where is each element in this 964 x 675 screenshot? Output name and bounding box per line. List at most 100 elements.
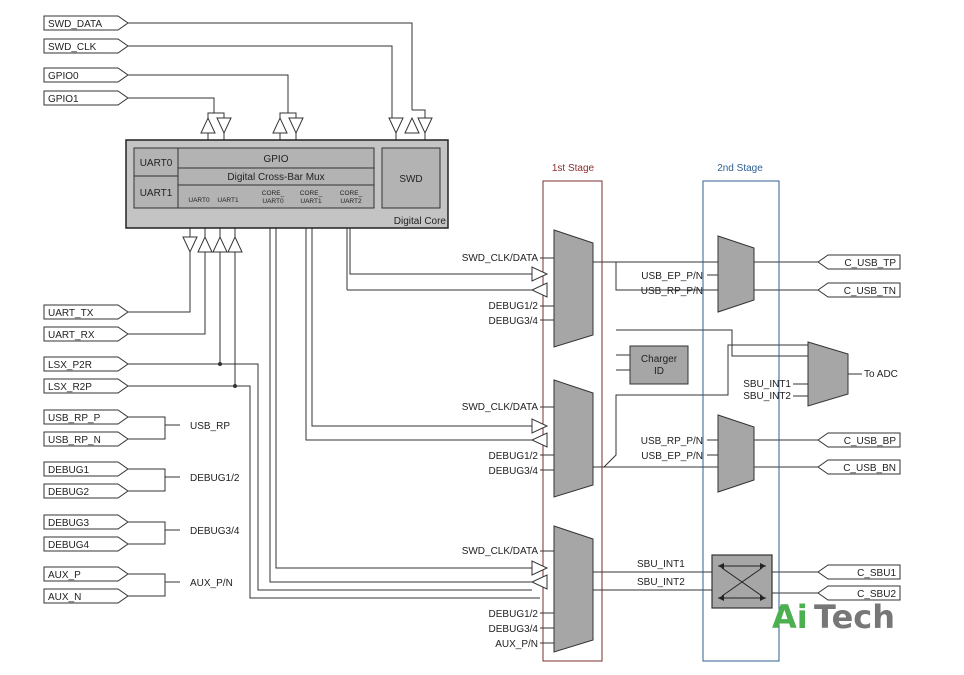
core-subports-block [177,184,375,209]
mux1-buffer-in [531,266,549,282]
mux2-swd-label: SWD_CLK/DATA [462,402,539,413]
port-c-usb-bp-label: C_USB_BP [844,436,897,447]
port-swd-data: SWD_DATA [43,15,129,31]
aux-pn-merged-label: AUX_P/N [190,578,233,589]
stage1-mux-bottom [553,525,594,653]
stage1: 1st Stage SWD_CLK/DATA DEBUG1/2 DEBUG3/4… [462,163,603,662]
port-c-sbu1: C_SBU1 [817,564,901,580]
stage2-frame [702,180,780,662]
buffer-lsx-p2r [212,235,228,253]
core-uart1-a-label: CORE_ [300,190,323,197]
sub-uart0-label: UART0 [188,197,210,204]
port-c-usb-tp-label: C_USB_TP [844,258,896,269]
port-usb-rp-n-label: USB_RP_N [48,435,101,446]
sbu-int1-label: SBU_INT1 [637,559,685,570]
sub-uart1-label: UART1 [217,197,239,204]
port-lsx-r2p: LSX_R2P [43,378,129,394]
port-c-sbu2: C_SBU2 [817,585,901,601]
charger-id: Charger ID [629,345,689,385]
buffer-uart-rx [197,235,213,253]
port-lsx-p2r: LSX_P2R [43,356,129,372]
to-adc-label: To ADC [864,369,898,380]
mux1-debug12-label: DEBUG1/2 [489,301,539,312]
port-aux-n-label: AUX_N [48,592,81,603]
charger-line1: Charger [641,354,678,365]
adc-sbu-int1-label: SBU_INT1 [743,379,791,390]
stage2-title: 2nd Stage [717,163,763,174]
port-usb-rp-p-label: USB_RP_P [48,413,101,424]
mux1-debug34-label: DEBUG3/4 [489,316,539,327]
adc-mux: To ADC SBU_INT1 SBU_INT2 [743,341,898,407]
core-uart1-block [133,175,179,209]
mux3-buffer-out [530,574,548,590]
mux2-buffer-in [531,418,549,434]
debug12-merged-label: DEBUG1/2 [190,473,240,484]
buffer-gpio1-up [200,116,216,134]
port-gpio0-label: GPIO0 [48,71,79,82]
mux-top-usb-ep-label: USB_EP_P/N [641,271,703,282]
mux2-debug12-label: DEBUG1/2 [489,451,539,462]
digital-core: UART0 UART1 GPIO Digital Cross-Bar Mux U… [125,139,449,229]
core-uart2-b-label: UART2 [340,198,362,205]
port-debug3-label: DEBUG3 [48,518,90,529]
mux3-aux-label: AUX_P/N [495,639,538,650]
port-debug1: DEBUG1 [43,461,129,477]
mux1-swd-label: SWD_CLK/DATA [462,253,539,264]
port-c-usb-bn-label: C_USB_BN [843,463,896,474]
sbu-int2-label: SBU_INT2 [637,577,685,588]
port-lsx-r2p-label: LSX_R2P [48,382,92,393]
mux-bottom-usb-ep-label: USB_EP_P/N [641,451,703,462]
port-aux-p: AUX_P [43,566,129,582]
watermark-tech: Tech [814,598,895,636]
port-swd-data-label: SWD_DATA [48,19,102,30]
buffer-lsx-r2p [227,235,243,253]
mux-bottom-usb-rp-label: USB_RP_P/N [641,436,703,447]
port-debug1-label: DEBUG1 [48,465,90,476]
aitech-watermark-logo: Ai Tech [772,598,895,636]
stage2-mux-bottom [717,414,755,493]
port-uart-rx-label: UART_RX [48,330,95,341]
port-c-usb-tn: C_USB_TN [817,282,901,298]
usb-rp-label: USB_RP [190,421,230,432]
port-debug3: DEBUG3 [43,514,129,530]
port-c-sbu2-label: C_SBU2 [857,589,896,600]
mux2-buffer-out [530,432,548,448]
sbu-crossbar-switch [711,554,773,609]
adc-sbu-int2-label: SBU_INT2 [743,391,791,402]
swd-label: SWD [399,174,422,185]
port-c-usb-tp: C_USB_TP [817,254,901,270]
mux3-debug12-label: DEBUG1/2 [489,609,539,620]
port-gpio1-label: GPIO1 [48,94,79,105]
top-buffers [200,116,433,135]
port-c-usb-bn: C_USB_BN [817,459,901,475]
port-lsx-p2r-label: LSX_P2R [48,360,92,371]
port-swd-clk-label: SWD_CLK [48,42,97,53]
digital-core-label: Digital Core [394,216,447,227]
port-c-sbu1-label: C_SBU1 [857,568,896,579]
port-uart-tx: UART_TX [43,304,129,320]
buffer-uart-tx [182,236,198,254]
watermark-ai: Ai [772,598,808,636]
port-debug2: DEBUG2 [43,483,129,499]
left-ports: SWD_DATA SWD_CLK GPIO0 GPIO1 UART_TX UAR… [43,15,129,604]
port-debug4: DEBUG4 [43,536,129,552]
charger-line2: ID [654,366,664,377]
buffer-gpio1-down [216,117,232,135]
port-c-usb-tn-label: C_USB_TN [844,286,896,297]
mux1-buffer-out [530,282,548,298]
mux-top-usb-rp-label: USB_RP_P/N [641,286,703,297]
port-debug4-label: DEBUG4 [48,540,90,551]
port-c-usb-bp: C_USB_BP [817,432,901,448]
charger-id-block [629,345,689,385]
port-gpio0: GPIO0 [43,67,129,83]
port-usb-rp-p: USB_RP_P [43,409,129,425]
crossbar-label: Digital Cross-Bar Mux [227,172,324,183]
core-uart2-a-label: CORE_ [340,190,363,197]
stage1-mux-middle [553,379,594,498]
core-uart0-label: UART0 [140,158,173,169]
core-uart0-a-label: CORE_ [262,190,285,197]
mux3-buffer-in [531,560,549,576]
buffer-swd-clk [388,117,404,135]
port-aux-n: AUX_N [43,588,129,604]
port-swd-clk: SWD_CLK [43,38,129,54]
